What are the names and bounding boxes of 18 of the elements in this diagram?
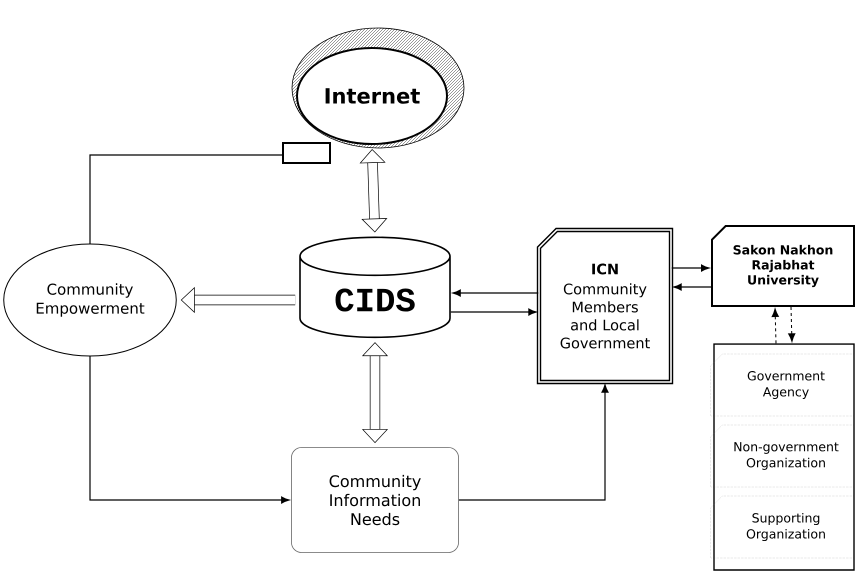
organization-panel — [713, 343, 855, 571]
arrow — [458, 384, 609, 501]
document-box: ICN Community Members and Local Government — [536, 228, 674, 384]
dashed-arrow — [788, 306, 796, 342]
process-box: Community Information Needs — [291, 447, 459, 553]
organization-row: Supporting Organization — [710, 496, 855, 558]
connector-line — [89, 154, 283, 244]
university-box: Sakon Nakhon Rajabhat University — [711, 225, 855, 307]
database-cylinder: CIDS — [299, 236, 451, 338]
arrow — [89, 356, 290, 504]
organization-row: Government Agency — [710, 354, 855, 416]
dashed-arrow — [772, 308, 779, 344]
arrow — [450, 308, 537, 316]
arrow — [452, 289, 538, 297]
organization-row: Non-government Organization — [710, 424, 855, 488]
hollow-arrow — [360, 149, 388, 232]
arrow — [673, 283, 711, 291]
arrow — [672, 264, 710, 272]
